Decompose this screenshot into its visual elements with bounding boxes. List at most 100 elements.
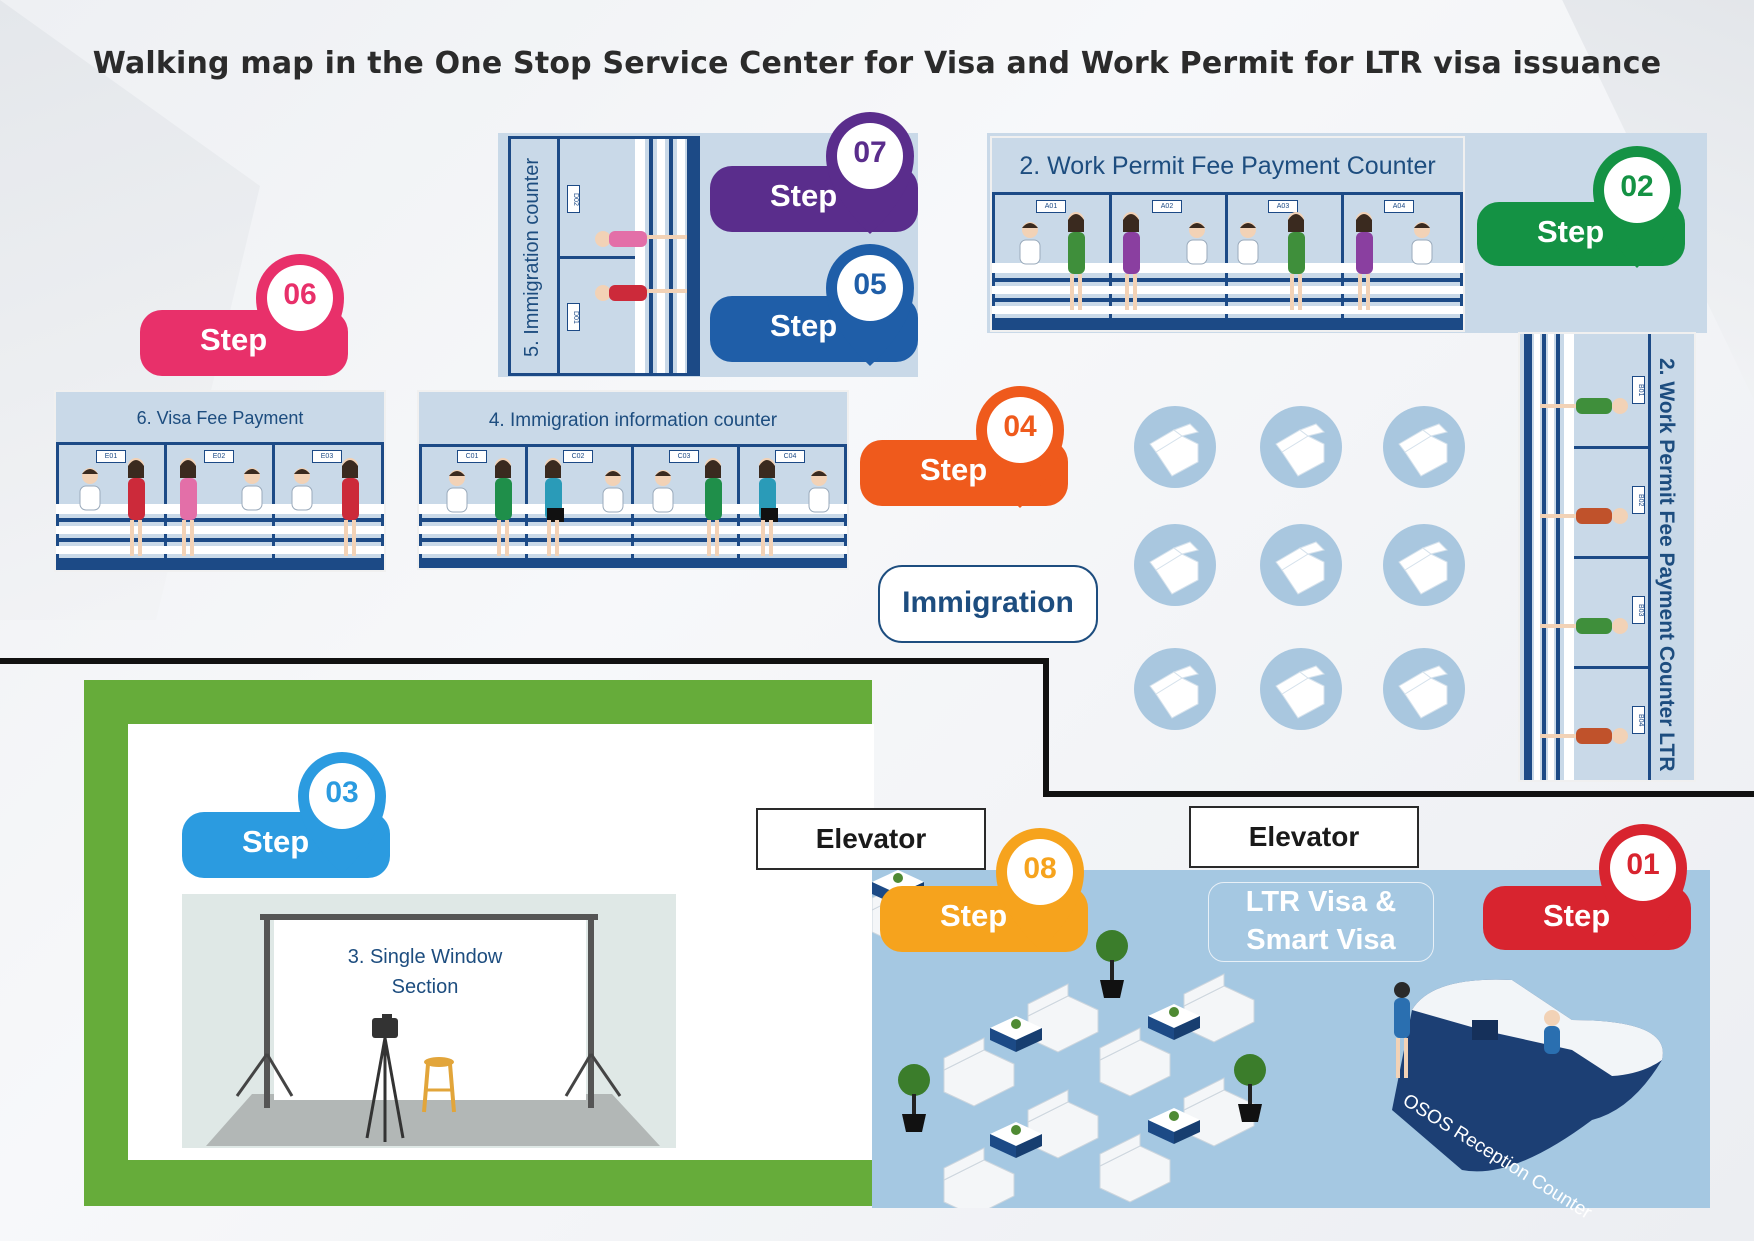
counter-desk: [56, 442, 384, 445]
work-permit-counter-label: 2. Work Permit Fee Payment Counter: [1019, 152, 1436, 180]
counter-tag: A04: [1384, 200, 1414, 213]
photo-studio-illustration: [206, 914, 660, 1146]
map-pin-icon: [976, 386, 1064, 508]
staff-figure: [1411, 222, 1433, 265]
immigration-info-label: 4. Immigration information counter: [488, 410, 778, 431]
elevator-left: Elevator: [756, 808, 986, 870]
counter-top: [1564, 334, 1574, 780]
counter-stripe: [419, 546, 847, 554]
counter-top: [635, 139, 645, 373]
booth-divider: [1574, 666, 1650, 669]
visa-fee-counter: 6. Visa Fee Payment E01 E02 E03: [54, 390, 386, 572]
immigration-counter: 5. Immigration counter D02 D01: [508, 136, 700, 376]
visitor-figure: [128, 458, 145, 556]
visitor-figure: [759, 458, 778, 556]
counter-tag: A03: [1268, 200, 1298, 213]
counter-tag: E01: [96, 450, 126, 463]
map-pin-icon: [996, 828, 1084, 950]
step-number: 06: [283, 278, 317, 311]
counter-stripe: [56, 518, 384, 522]
counter-stripe: [992, 278, 1463, 282]
booth-divider: [992, 192, 995, 328]
counter-stripe: [419, 518, 847, 522]
immigration-counter-label: 5. Immigration counter: [521, 158, 543, 358]
counter-stripe: [677, 139, 685, 373]
counter-top: [56, 504, 384, 514]
visitor-figure: [180, 458, 197, 556]
staff-figure: [808, 470, 830, 513]
counter-stripe: [1548, 334, 1554, 780]
single-window-label: 3. Single Window Section: [300, 942, 550, 1002]
step-number: 03: [325, 776, 359, 809]
counter-stripe: [419, 538, 847, 542]
single-window-label-line2: Section: [391, 976, 459, 998]
step-number: 04: [1003, 410, 1037, 443]
visitor-figure: [1540, 398, 1628, 414]
counter-stripe: [1524, 334, 1532, 780]
visitor-figure: [545, 458, 564, 556]
counter-stripe: [56, 538, 384, 542]
counter-base: [992, 318, 1463, 330]
step-number: 02: [1620, 170, 1654, 203]
counter-stripe: [992, 306, 1463, 314]
staff-figure: [291, 468, 313, 511]
work-permit-ltr-counter: 2. Work Permit Fee Payment Counter LTR B…: [1518, 332, 1696, 782]
visitor-figure: [1356, 212, 1373, 310]
ltr-lounge-label: LTR Visa & Smart Visa: [1208, 882, 1434, 962]
counter-stripe: [419, 526, 847, 534]
counter-stripe: [657, 139, 665, 373]
visa-fee-label: 6. Visa Fee Payment: [136, 408, 304, 428]
counter-stripe: [1534, 334, 1540, 780]
step-number: 07: [853, 136, 887, 169]
immigration-sign: Immigration: [878, 565, 1098, 643]
visitor-figure: [495, 458, 512, 556]
booth-divider: [1341, 192, 1344, 328]
counter-tag: B02: [1632, 486, 1645, 514]
counter-stripe: [649, 139, 653, 373]
counter-tag: B04: [1632, 706, 1645, 734]
map-pin-icon: [1593, 146, 1681, 268]
page-title: Walking map in the One Stop Service Cent…: [92, 46, 1662, 81]
counter-tag: A01: [1036, 200, 1066, 213]
visitor-figure: [1068, 212, 1085, 310]
counter-tag: C04: [775, 450, 805, 463]
staff-figure: [1237, 222, 1259, 265]
work-permit-counter: 2. Work Permit Fee Payment Counter A01 A…: [990, 136, 1465, 332]
counter-stripe: [992, 298, 1463, 302]
visitor-figure: [1540, 728, 1628, 744]
counter-stripe: [1542, 334, 1546, 780]
counter-tag: C01: [457, 450, 487, 463]
step-label: Step: [1483, 886, 1691, 950]
potted-plant: [1096, 930, 1128, 998]
map-pin-icon: [256, 254, 344, 376]
counter-tag: A02: [1152, 200, 1182, 213]
staff-figure: [79, 468, 101, 511]
visitor-figure: [1540, 508, 1628, 524]
map-pin-icon: [298, 752, 386, 874]
booth-divider: [1574, 556, 1650, 559]
single-window-label-line1: 3. Single Window: [347, 946, 503, 968]
counter-tag: D02: [567, 185, 580, 213]
booth-divider: [1225, 192, 1228, 328]
counter-top: [419, 504, 847, 514]
counter-tag: D01: [567, 303, 580, 331]
staff-figure: [652, 470, 674, 513]
visitor-figure: [342, 458, 359, 556]
counter-tag: C02: [563, 450, 593, 463]
counter-tag: B03: [1632, 596, 1645, 624]
ltr-lounge-label-line1: LTR Visa &: [1245, 886, 1397, 918]
visitor-figure: [1288, 212, 1305, 310]
booth-divider: [557, 256, 637, 259]
step-number: 08: [1023, 852, 1057, 885]
booth-divider: [1574, 446, 1650, 449]
immigration-info-counter: 4. Immigration information counter C01 C…: [417, 390, 849, 570]
counter-stripe: [992, 286, 1463, 294]
booth-divider: [1109, 192, 1112, 328]
staff-figure: [1186, 222, 1208, 265]
map-pin-icon: [826, 244, 914, 366]
counter-stripe: [669, 139, 673, 373]
work-permit-ltr-label: 2. Work Permit Fee Payment Counter LTR: [1655, 358, 1678, 772]
visitor-figure: [705, 458, 722, 556]
staff-figure: [241, 468, 263, 511]
